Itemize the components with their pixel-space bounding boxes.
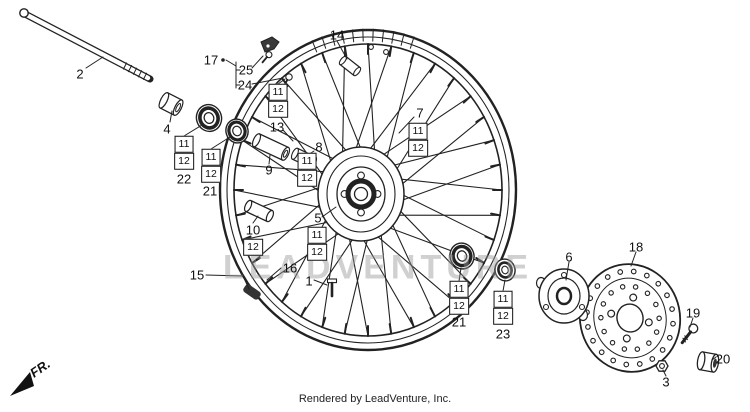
rim-screw: [383, 49, 389, 55]
disc-bolt: [680, 323, 699, 345]
callout-19: 19: [685, 305, 701, 321]
callout-box-12: 12: [243, 238, 263, 256]
callout-21: 21: [202, 183, 218, 199]
callout-21: 21: [451, 314, 467, 330]
side-collar: [243, 199, 275, 223]
wheel-hub: [317, 146, 405, 242]
hose-guide-bracket: [260, 36, 280, 53]
callout-20: 20: [715, 351, 731, 367]
callout-box-12: 12: [174, 152, 194, 170]
callout-23: 23: [495, 326, 511, 342]
callout-24: 24: [237, 77, 253, 93]
wheel-bearing-left: [195, 103, 223, 133]
callout-box-12: 12: [493, 307, 513, 325]
right-collar: [696, 351, 720, 373]
callout-box-11: 11: [268, 83, 288, 101]
callout-box-12: 12: [449, 297, 469, 315]
callout-box-11: 11: [307, 226, 327, 244]
dust-seal-left: [225, 118, 249, 144]
rim-lock-bolt: [326, 278, 338, 298]
callout-1: 1: [305, 273, 313, 289]
callout-17: 17: [203, 52, 219, 68]
callout-2: 2: [76, 66, 84, 82]
brake-disc: [578, 263, 682, 373]
callout-22: 22: [176, 171, 192, 187]
callout-box-11: 11: [493, 290, 513, 308]
callout-14: 14: [329, 27, 345, 43]
callout-box-11: 11: [174, 135, 194, 153]
callout-box-12: 12: [297, 169, 317, 187]
bracket-hole: [266, 44, 270, 48]
callout-box-12: 12: [201, 165, 221, 183]
callout-box-12: 12: [307, 243, 327, 261]
side-plate: [535, 268, 590, 324]
rim-band-hatch: [311, 28, 415, 53]
axle-nut: [655, 360, 669, 372]
callout-9: 9: [265, 162, 273, 178]
callout-box-12: 12: [268, 100, 288, 118]
wheel-bearing-right: [449, 242, 475, 270]
callout-8: 8: [315, 139, 323, 155]
front-axle: [19, 8, 154, 83]
callout-3: 3: [662, 374, 670, 390]
axle-spacer: [251, 133, 291, 161]
fr-indicator: FR.: [10, 356, 53, 396]
callout-10: 10: [245, 222, 261, 238]
callout-box-12: 12: [408, 139, 428, 157]
rim-screw: [368, 44, 374, 50]
callout-box-11: 11: [449, 280, 469, 298]
callout-25: 25: [238, 62, 254, 78]
disc-holes: [584, 268, 676, 368]
callout-7: 7: [416, 105, 424, 121]
callout-16: 16: [282, 260, 298, 276]
rim-band-tube: [338, 55, 362, 77]
callout-5: 5: [314, 210, 322, 226]
callout-4: 4: [163, 121, 171, 137]
leader-lines: [85, 40, 717, 377]
callout-box-11: 11: [201, 148, 221, 166]
axle-collar: [158, 92, 184, 116]
dust-seal-right: [494, 258, 516, 282]
callout-18: 18: [628, 239, 644, 255]
bracket-screw: [261, 51, 273, 64]
callout-15: 15: [189, 267, 205, 283]
callout-6: 6: [565, 249, 573, 265]
callout-box-11: 11: [408, 122, 428, 140]
rim-lock: [243, 284, 261, 300]
callout-box-11: 11: [297, 152, 317, 170]
callout-13: 13: [269, 119, 285, 135]
footer-credit: Rendered by LeadVenture, Inc.: [298, 393, 452, 405]
